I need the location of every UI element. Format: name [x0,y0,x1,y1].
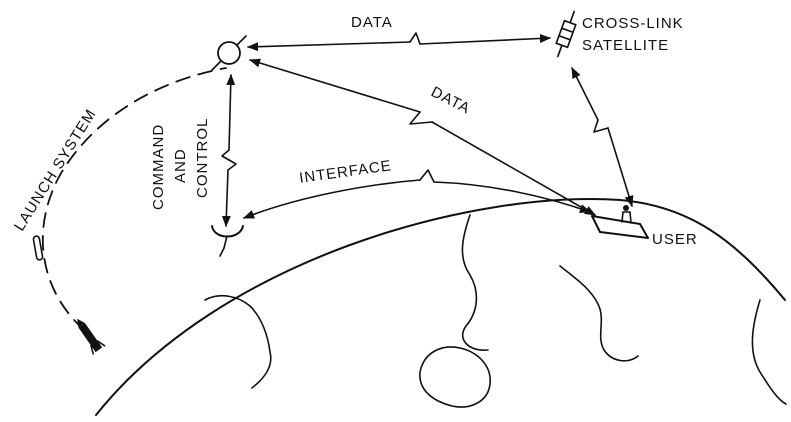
user-label: USER [652,231,698,248]
and-label: AND [172,148,189,183]
interface-link [242,169,592,219]
continent-outlines [204,214,787,408]
cross-link-label-line1: CROSS-LINK [582,15,684,32]
command-control-link [221,73,237,228]
data-label-diagonal: DATA [428,83,473,117]
data-link-diagonal [248,58,596,216]
user-terminal-icon [591,205,649,239]
rocket-icon [77,318,106,355]
control-label: CONTROL [194,118,211,198]
data-label-top: DATA [351,14,393,31]
launch-system-label: LAUNCH SYSTEM [11,106,100,234]
command-label: COMMAND [150,124,167,210]
interface-label: INTERFACE [298,157,393,187]
cross-link-satellite-icon [555,10,577,58]
ground-antenna-icon [211,225,244,257]
launch-trajectory [41,67,227,331]
earth-horizon [95,198,786,416]
relay-satellite-icon [211,35,247,71]
cross-link-label-line2: SATELLITE [582,37,669,54]
data-link-top [246,32,552,52]
cross-link-to-user-link [571,66,634,208]
launch-vehicle-icon [32,235,44,261]
